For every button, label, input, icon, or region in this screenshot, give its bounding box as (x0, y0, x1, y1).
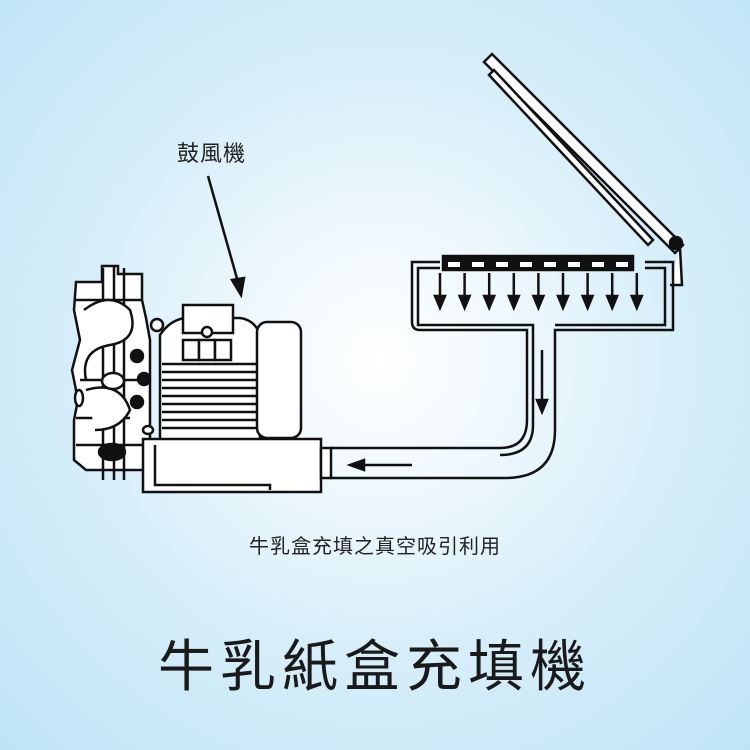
blower-machine (70, 264, 333, 494)
suction-arrow (457, 273, 472, 312)
suction-arrow (629, 273, 644, 312)
suction-arrow (531, 273, 546, 312)
flow-arrow-down (535, 350, 549, 416)
suction-arrow (433, 273, 447, 312)
suction-arrow (580, 273, 595, 312)
page-title: 牛乳紙盒充填機 (158, 635, 592, 700)
lid (482, 52, 685, 287)
suction-arrow (506, 273, 521, 312)
blower-pointer-arrow (206, 175, 246, 299)
suction-arrow (482, 273, 497, 312)
blower-label: 鼓風機 (177, 142, 247, 167)
suction-arrow (605, 273, 620, 312)
flow-arrow-left (346, 458, 412, 472)
suction-arrows (433, 273, 644, 312)
diagram-caption: 牛乳盒充填之真空吸引利用 (249, 534, 501, 558)
suction-manifold (330, 260, 675, 480)
nozzle-slots (441, 254, 635, 272)
suction-arrow (556, 273, 570, 312)
